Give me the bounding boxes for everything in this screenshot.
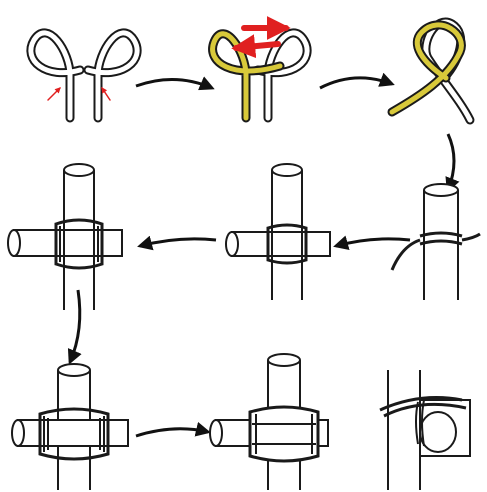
step-4-pole-top [424, 184, 458, 196]
step-2-red-arrow-left [236, 44, 278, 48]
step-9-crossbar-end [420, 412, 456, 452]
flow-arrow-4-5 [336, 239, 410, 246]
step-7-frapping [12, 364, 128, 490]
step-8-finished [210, 354, 328, 490]
flow-arrow-1-2 [136, 79, 212, 88]
step-9-end-view [380, 370, 470, 490]
step-1-right-loop [88, 33, 137, 118]
step-1-two-loops [31, 33, 137, 118]
step-2-overlap [213, 28, 308, 118]
step-1-red-arrow-right [102, 88, 110, 100]
step-4-pole-hitch [392, 184, 480, 300]
flow-arrow-7-8 [136, 429, 208, 436]
flow-arrow-3-4 [448, 134, 454, 190]
step-3-clove-hitch [392, 22, 470, 120]
step-4-pole [424, 190, 458, 300]
step-5-crossbar [226, 164, 330, 300]
step-1-red-arrow-left [48, 88, 60, 100]
step-4-rope-end [392, 240, 420, 270]
step-1-left-loop [31, 33, 80, 118]
flow-arrow-2-3 [320, 78, 392, 88]
flow-arrow-6-7 [70, 290, 80, 362]
step-6-wraps [8, 164, 122, 310]
flow-arrow-5-6 [140, 239, 216, 246]
